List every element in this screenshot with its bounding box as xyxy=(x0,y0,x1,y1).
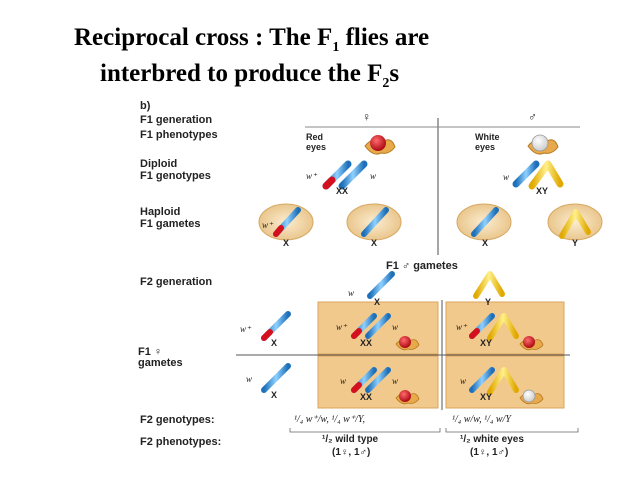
f2-genotypes-right: ¹/₄ w/w, ¹/₄ w/Y xyxy=(452,414,511,425)
white-eyes-label-2: eyes xyxy=(475,142,496,152)
cell-2-genotype: XY xyxy=(480,338,493,348)
pheno-wild-type: ¹/₂ wild type xyxy=(322,434,379,445)
male-xy-chromosomes xyxy=(512,160,564,190)
label-diploid: Diploid xyxy=(140,158,178,170)
pheno-white-eyes-count: (1♀, 1♂) xyxy=(470,447,509,458)
cell-3-allele-w: w xyxy=(340,376,347,386)
label-f1-phenotypes: F1 phenotypes xyxy=(140,129,218,141)
cell-2-allele-wplus: w⁺ xyxy=(456,322,467,332)
gamete-y: Y xyxy=(572,238,579,248)
pheno-wild-type-count: (1♀, 1♂) xyxy=(332,447,371,458)
label-f1-female: F1 ♀ xyxy=(138,346,163,358)
label-f1-genotypes: F1 genotypes xyxy=(140,170,211,182)
gamete-female-1 xyxy=(258,203,314,241)
gamete-male-x xyxy=(456,203,512,241)
allele-w-male: w xyxy=(503,172,510,182)
cell-1-allele-w: w xyxy=(392,322,399,332)
bracket-left xyxy=(289,428,441,433)
male-symbol: ♂ xyxy=(528,110,537,124)
cell-4-chromosomes xyxy=(469,367,544,405)
red-eyes-label-2: eyes xyxy=(306,142,327,152)
red-eyes-label-1: Red xyxy=(306,132,324,142)
panel-letter: b) xyxy=(140,100,151,112)
bracket-right xyxy=(445,428,579,433)
cell-3-allele-w2: w xyxy=(392,376,399,386)
gamete-male-y xyxy=(547,203,603,241)
gamete-x-3: X xyxy=(482,238,489,248)
gamete-female-2 xyxy=(346,203,402,241)
gamete-x-1: X xyxy=(283,238,290,248)
cell-3-chromosomes xyxy=(351,367,420,405)
f2-male-gamete-x-label: X xyxy=(374,297,381,307)
female-symbol: ♀ xyxy=(362,110,371,124)
label-f1-male-gametes: F1 ♂ gametes xyxy=(386,260,458,272)
f2-female-gamete-x-2: X xyxy=(271,390,278,400)
f2-female-allele-wplus: w⁺ xyxy=(240,324,251,334)
label-f2-genotypes: F2 genotypes: xyxy=(140,414,215,426)
f2-male-allele-w: w xyxy=(348,288,355,298)
pheno-white-eyes: ¹/₂ white eyes xyxy=(460,434,524,445)
white-eyes-label-1: White xyxy=(475,132,500,142)
label-female-gametes: gametes xyxy=(138,357,183,369)
gamete-x-2: X xyxy=(371,238,378,248)
gamete-allele-wplus: w⁺ xyxy=(262,220,273,230)
cell-1-chromosomes xyxy=(351,313,420,351)
allele-wplus-f1: w⁺ xyxy=(306,171,317,181)
red-eye-fly-icon xyxy=(364,135,396,155)
f2-female-gamete-wplus xyxy=(261,311,291,341)
f2-female-gamete-x-1: X xyxy=(271,338,278,348)
cell-1-genotype: XX xyxy=(360,338,373,348)
f2-male-gamete-x xyxy=(367,271,395,299)
label-haploid: Haploid xyxy=(140,206,181,218)
f2-female-gamete-w xyxy=(261,363,291,393)
f2-male-gamete-y-label: Y xyxy=(485,297,492,307)
cell-4-genotype: XY xyxy=(480,392,493,402)
f2-genotypes-left: ¹/₄ w⁺/w, ¹/₄ w⁺/Y, xyxy=(294,414,366,425)
f2-female-allele-w: w xyxy=(246,374,253,384)
white-eye-fly-icon xyxy=(527,134,559,155)
title-line-2: interbred to produce the F2s xyxy=(100,60,400,91)
f2-male-gamete-y xyxy=(473,271,505,299)
cell-3-genotype: XX xyxy=(360,392,373,402)
cell-2-chromosomes xyxy=(469,313,544,351)
cell-4-allele-w: w xyxy=(460,376,467,386)
allele-w-f1: w xyxy=(370,171,377,181)
cell-1-allele-wplus: w⁺ xyxy=(336,322,347,332)
genotype-xx: XX xyxy=(336,186,349,196)
female-xx-chromosomes xyxy=(322,160,368,190)
label-f1-generation: F1 generation xyxy=(140,114,213,126)
genotype-xy: XY xyxy=(536,186,549,196)
label-f2-generation: F2 generation xyxy=(140,276,213,288)
label-f1-gametes: F1 gametes xyxy=(140,218,201,230)
title-line-1: Reciprocal cross : The F1 flies are xyxy=(74,24,430,55)
label-f2-phenotypes: F2 phenotypes: xyxy=(140,436,222,448)
